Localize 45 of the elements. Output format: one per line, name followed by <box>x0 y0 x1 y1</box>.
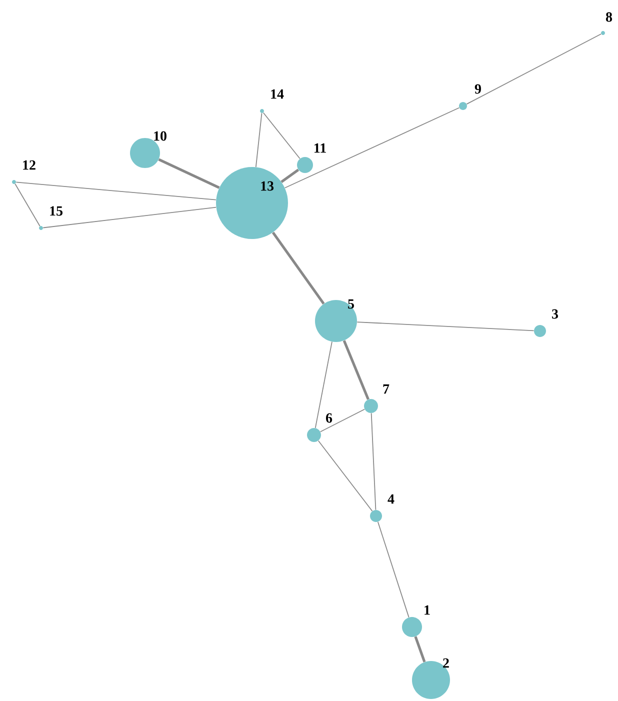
network-node <box>370 510 382 522</box>
edge-line <box>414 636 426 662</box>
network-node: 13 <box>216 167 288 239</box>
edge-line <box>314 341 332 428</box>
node-label: 9 <box>474 84 481 94</box>
edge-line <box>342 340 370 400</box>
edge-line <box>16 182 216 200</box>
network-node <box>534 325 546 337</box>
edge-line <box>370 412 376 510</box>
network-node <box>601 31 605 35</box>
node-label: 10 <box>154 131 166 141</box>
edge-line <box>377 521 410 618</box>
network-node <box>315 300 357 342</box>
edge-line <box>318 440 373 512</box>
node-label: 6 <box>326 413 332 423</box>
edge-line <box>320 408 366 432</box>
network-node <box>402 617 422 637</box>
network-node <box>39 226 43 230</box>
node-label: 7 <box>383 384 390 394</box>
node-label: 1 <box>424 605 430 615</box>
edge-line <box>284 107 460 188</box>
edge-line <box>466 34 602 105</box>
node-label: 15 <box>50 206 62 216</box>
edge-line <box>280 168 300 183</box>
network-node <box>12 180 16 184</box>
edge-line <box>272 232 325 304</box>
network-node <box>260 109 264 113</box>
node-label: 12 <box>23 160 36 170</box>
edge-line <box>158 158 220 189</box>
edge-line <box>356 322 534 332</box>
edge-line <box>255 112 262 168</box>
network-node <box>297 157 313 173</box>
network-node <box>459 102 467 110</box>
edge-line <box>42 206 216 228</box>
node-label: 5 <box>348 299 354 309</box>
node-label: 8 <box>606 12 612 22</box>
node-label: 2 <box>443 658 449 668</box>
node-label: 3 <box>552 309 558 319</box>
edge-line <box>262 112 300 160</box>
edge-line <box>14 183 40 227</box>
node-label: 14 <box>271 89 284 99</box>
node-label: 4 <box>388 494 394 504</box>
network-node <box>307 428 321 442</box>
network-node <box>364 399 378 413</box>
node-label: 11 <box>314 143 326 153</box>
